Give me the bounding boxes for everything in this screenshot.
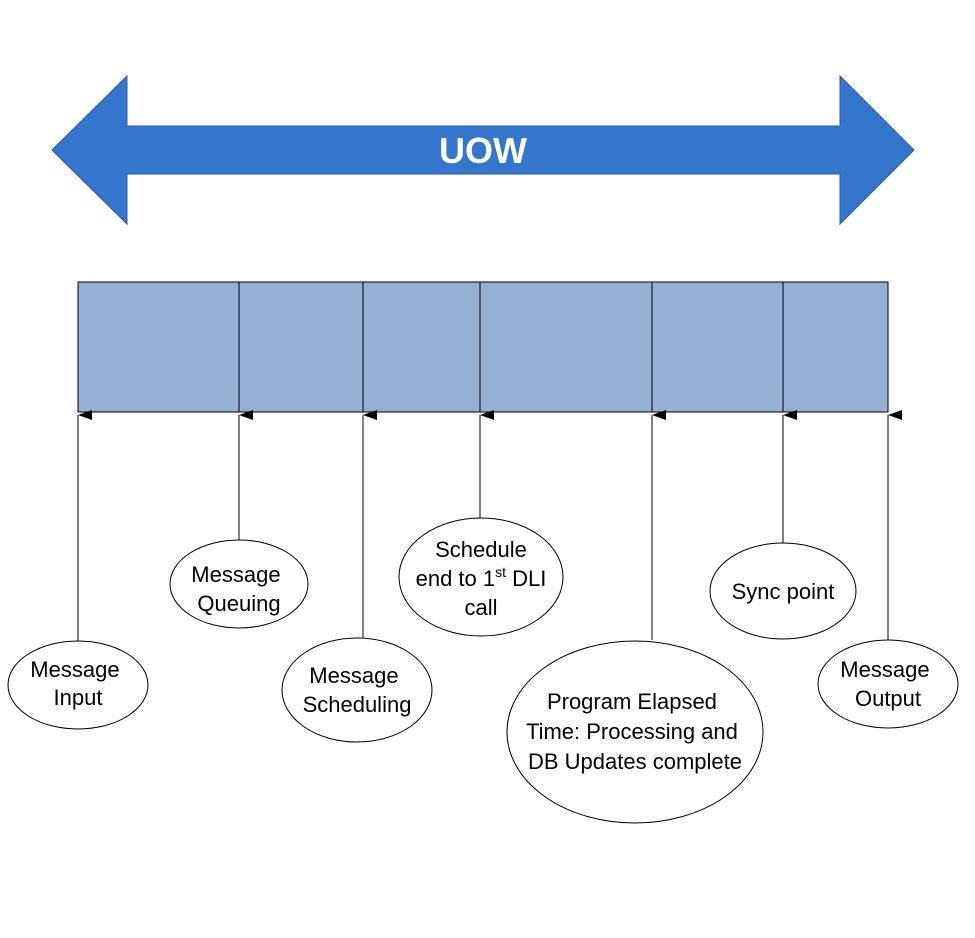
milestone-label-line: Queuing [197, 591, 280, 616]
milestone-label-line: Message [840, 657, 929, 682]
uow-label: UOW [439, 130, 527, 171]
milestone-label-line: Schedule [435, 537, 527, 562]
milestone-label-line: call [464, 595, 497, 620]
svg-text:end to 1st DLI: end to 1st DLI [416, 564, 547, 591]
milestone-connectors [77, 410, 902, 641]
milestone-label-line: DB Updates complete [528, 749, 742, 774]
milestone-ellipse [398, 517, 564, 637]
svg-text:call: call [464, 595, 497, 620]
milestone-ellipse [506, 640, 764, 824]
milestone-label-line: Program Elapsed [547, 689, 717, 714]
milestone-ellipse [7, 640, 149, 730]
milestone-label-line: Message [309, 663, 398, 688]
milestone-message-queuing: Message Queuing [169, 539, 309, 629]
svg-text:Sync point: Sync point [732, 579, 835, 604]
svg-text:Program Elapsed Time: Pr: Program Elapsed Time: Processing and DB … [526, 689, 744, 774]
uow-arrow: UOW [51, 74, 915, 226]
milestone-ellipse [169, 539, 309, 629]
svg-text:Message Scheduling: Message Scheduling [303, 663, 412, 717]
svg-text:Message Queuing: Message Queuing [191, 562, 286, 616]
milestone-label-line: Output [855, 686, 921, 711]
milestone-label-superscript: st [495, 564, 506, 580]
svg-text:Message Output: Message Output [840, 657, 935, 711]
milestone-label-line: Time: Processing and [526, 719, 738, 744]
milestone-message-scheduling: Message Scheduling [281, 637, 433, 743]
milestone-program-elapsed-time: Program Elapsed Time: Processing and DB … [506, 640, 764, 824]
milestone-label-line: Message [30, 657, 119, 682]
milestone-label-line: Scheduling [303, 692, 412, 717]
timeline-bar [77, 281, 889, 413]
timeline-bar-rect [77, 281, 889, 413]
milestone-message-input: Message Input [7, 640, 149, 730]
milestone-schedule-end-to-dli: Schedule end to 1st DLI call [398, 517, 564, 637]
milestone-label-line: DLI [506, 566, 546, 591]
uow-arrow-shape [51, 74, 915, 226]
milestone-ellipse [817, 639, 959, 729]
svg-text:Message Input: Message Input [30, 657, 125, 710]
milestone-label-line: Input [54, 685, 103, 710]
milestone-label-line: Message [191, 562, 280, 587]
milestone-message-output: Message Output [817, 639, 959, 729]
svg-text:Schedule: Schedule [435, 537, 527, 562]
milestone-label-line: end to 1 [416, 566, 496, 591]
milestone-label-line: Sync point [732, 579, 835, 604]
milestone-ellipse [281, 637, 433, 743]
milestone-sync-point: Sync point [709, 542, 857, 640]
milestone-ellipse [709, 542, 857, 640]
